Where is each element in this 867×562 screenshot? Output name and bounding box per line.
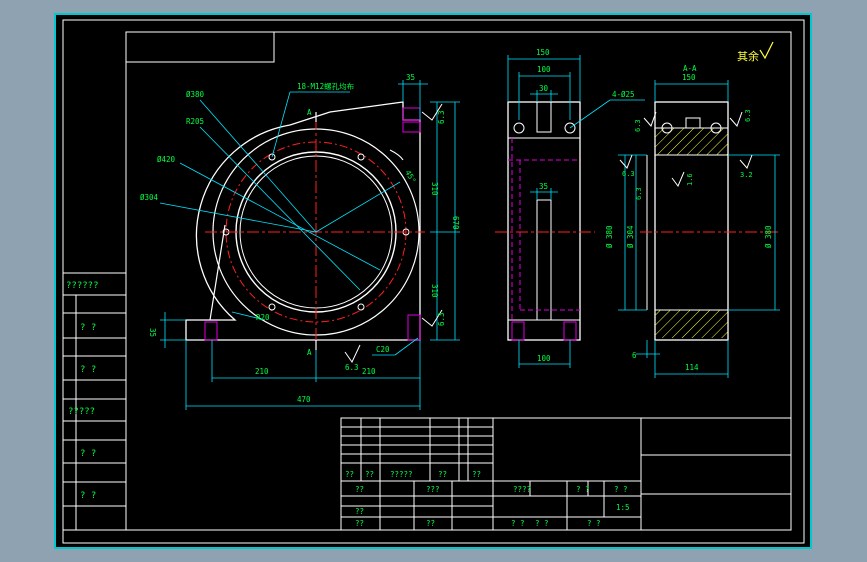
- section-dim-150: 150: [682, 73, 696, 82]
- tb-cell-16: ??: [426, 519, 435, 528]
- section-dim-d304: Ø 304: [626, 225, 635, 248]
- dim-r205: R205: [186, 117, 204, 126]
- side-dim-35: 35: [539, 182, 548, 191]
- dim-210-right: 210: [362, 367, 376, 376]
- tb-cell-17: ? ?: [535, 519, 549, 528]
- side-dim-bottom-100: 100: [537, 354, 551, 363]
- tb-cell-12: 1:5: [616, 503, 630, 512]
- rest-roughness-symbol: [759, 41, 774, 60]
- housing-outline: [185, 101, 421, 341]
- side-dim-150: 150: [536, 48, 550, 57]
- dim-210-left: 210: [255, 367, 269, 376]
- roughness-r-top: 6.3: [437, 110, 446, 124]
- side-slot-mid: [536, 199, 552, 321]
- roughness-symbol-2: [421, 309, 443, 327]
- dim-d380: Ø380: [186, 90, 205, 99]
- left-table-row-1: ??????: [66, 281, 99, 291]
- side-dim-lines: [507, 55, 645, 368]
- section-roughness-2: 6.3: [744, 109, 752, 122]
- side-holes: [513, 122, 576, 134]
- tb-cell-3: ?????: [390, 470, 413, 479]
- section-mark-top: A: [307, 108, 312, 117]
- side-dim-30: 30: [539, 84, 549, 93]
- section-roughness-1: 6.3: [634, 119, 642, 132]
- tb-cell-15: ? ?: [587, 519, 601, 528]
- tb-cell-13: ??: [355, 519, 364, 528]
- drawing-sheet: [54, 13, 812, 549]
- left-table-row-4: ?????: [68, 407, 95, 417]
- section-mark-bottom: A: [307, 348, 312, 357]
- left-table: [62, 272, 127, 531]
- tb-cell-5: ??: [472, 470, 481, 479]
- tb-cell-2: ??: [365, 470, 374, 479]
- roughness-symbol-3: [344, 344, 361, 363]
- dim-310-top: 310: [430, 182, 439, 196]
- section-hatch-top: [655, 128, 728, 155]
- section-hatch-bottom: [655, 310, 728, 338]
- boss-bottom-right: [407, 314, 421, 341]
- section-dim-114: 114: [685, 363, 699, 372]
- dim-top-35: 35: [406, 73, 415, 82]
- roughness-r-bottom: 6.3: [345, 363, 359, 372]
- dim-holes: 18-M12螺孔均布: [297, 81, 355, 91]
- side-dim-100: 100: [537, 65, 551, 74]
- leader-lines: [159, 80, 460, 410]
- side-view: 150 100 30 35 100 4-Ø25: [495, 48, 645, 368]
- tb-cell-11: ??: [355, 507, 364, 516]
- dim-d420: Ø420: [157, 155, 176, 164]
- side-hidden-lines: [508, 138, 580, 320]
- tb-cell-7: ???: [426, 485, 440, 494]
- section-roughness-5: 1.6: [686, 173, 694, 186]
- tb-cell-6: ??: [355, 485, 364, 494]
- dim-310-bottom: 310: [430, 284, 439, 298]
- section-title: A-A: [683, 64, 697, 73]
- dim-r20: R20: [256, 313, 270, 322]
- roughness-symbol-1: [421, 103, 443, 121]
- dim-left-35: 35: [148, 328, 157, 337]
- section-dim-d380-right: Ø 380: [764, 225, 773, 248]
- side-dim-holes: 4-Ø25: [612, 90, 635, 99]
- dim-670: 670: [451, 216, 460, 230]
- section-dim-6: 6: [632, 351, 637, 360]
- section-roughness-4: 6.3: [635, 187, 643, 200]
- tb-cell-10: ? ?: [614, 485, 628, 494]
- rest-roughness-label: 其余: [737, 49, 759, 63]
- section-view: A-A 150 Ø 380 Ø 304 Ø 380 6 114 其余 6.3 6…: [605, 41, 780, 378]
- left-table-row-5: ? ?: [80, 449, 96, 459]
- left-table-row-2: ? ?: [80, 323, 96, 333]
- tb-cell-8: ????: [513, 485, 531, 494]
- roughness-r-bottom-right: 6.3: [437, 312, 446, 326]
- dim-c20: C20: [376, 345, 390, 354]
- section-dim-d380: Ø 380: [605, 225, 614, 248]
- dim-d304: Ø304: [140, 193, 159, 202]
- tb-cell-4: ??: [438, 470, 447, 479]
- section-dim-lines: [618, 80, 780, 378]
- section-roughness-3: 6.3: [622, 170, 635, 178]
- code-box: [125, 31, 275, 63]
- left-table-row-6: ? ?: [80, 491, 96, 501]
- dim-470: 470: [297, 395, 311, 404]
- boss-bottom-left: [204, 321, 218, 341]
- tb-cell-1: ??: [345, 470, 354, 479]
- left-table-row-3: ? ?: [80, 365, 96, 375]
- section-roughness-6: 3.2: [740, 171, 753, 179]
- tb-cell-14: ? ?: [511, 519, 525, 528]
- tb-cell-9: ? ?: [576, 485, 590, 494]
- title-block: [340, 417, 792, 531]
- side-slot-top: [536, 101, 552, 133]
